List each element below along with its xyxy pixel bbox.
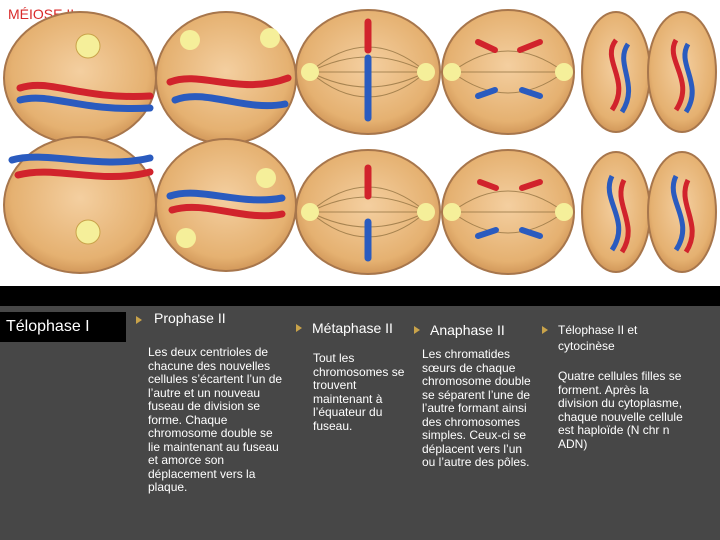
- metaphase-ii-cells: [296, 10, 440, 274]
- stage-heading-metaphase-ii: Métaphase II: [312, 320, 393, 336]
- stage-heading-text: Télophase I: [6, 318, 90, 335]
- bullet-icon: [542, 326, 548, 334]
- stage-heading-telophase-ii: Télophase II et cytocinèse: [558, 322, 688, 354]
- stage-text-anaphase-ii: Les chromatides sœurs de chaque chromoso…: [422, 348, 534, 470]
- bullet-icon: [136, 316, 142, 324]
- stage-heading-telophase-i: Télophase I: [0, 312, 126, 342]
- anaphase-ii-cells: [442, 10, 574, 274]
- stage-text-telophase-ii: Quatre cellules filles se forment. Après…: [558, 370, 688, 451]
- meiosis-figure: [0, 0, 720, 290]
- telophase-ii-cells: [582, 12, 716, 272]
- prophase-ii-cells: [156, 12, 296, 271]
- bullet-icon: [296, 324, 302, 332]
- stage-descriptions: Télophase I Prophase II Les deux centrio…: [0, 306, 720, 540]
- stage-text-prophase-ii: Les deux centrioles de chacune des nouve…: [148, 346, 288, 495]
- bullet-icon: [414, 326, 420, 334]
- stage-heading-anaphase-ii: Anaphase II: [430, 322, 505, 338]
- stage-heading-prophase-ii: Prophase II: [154, 310, 226, 326]
- divider-bar: [0, 286, 720, 308]
- telophase-i-cells: [4, 12, 156, 273]
- stage-text-metaphase-ii: Tout les chromosomes se trouvent mainten…: [313, 352, 405, 433]
